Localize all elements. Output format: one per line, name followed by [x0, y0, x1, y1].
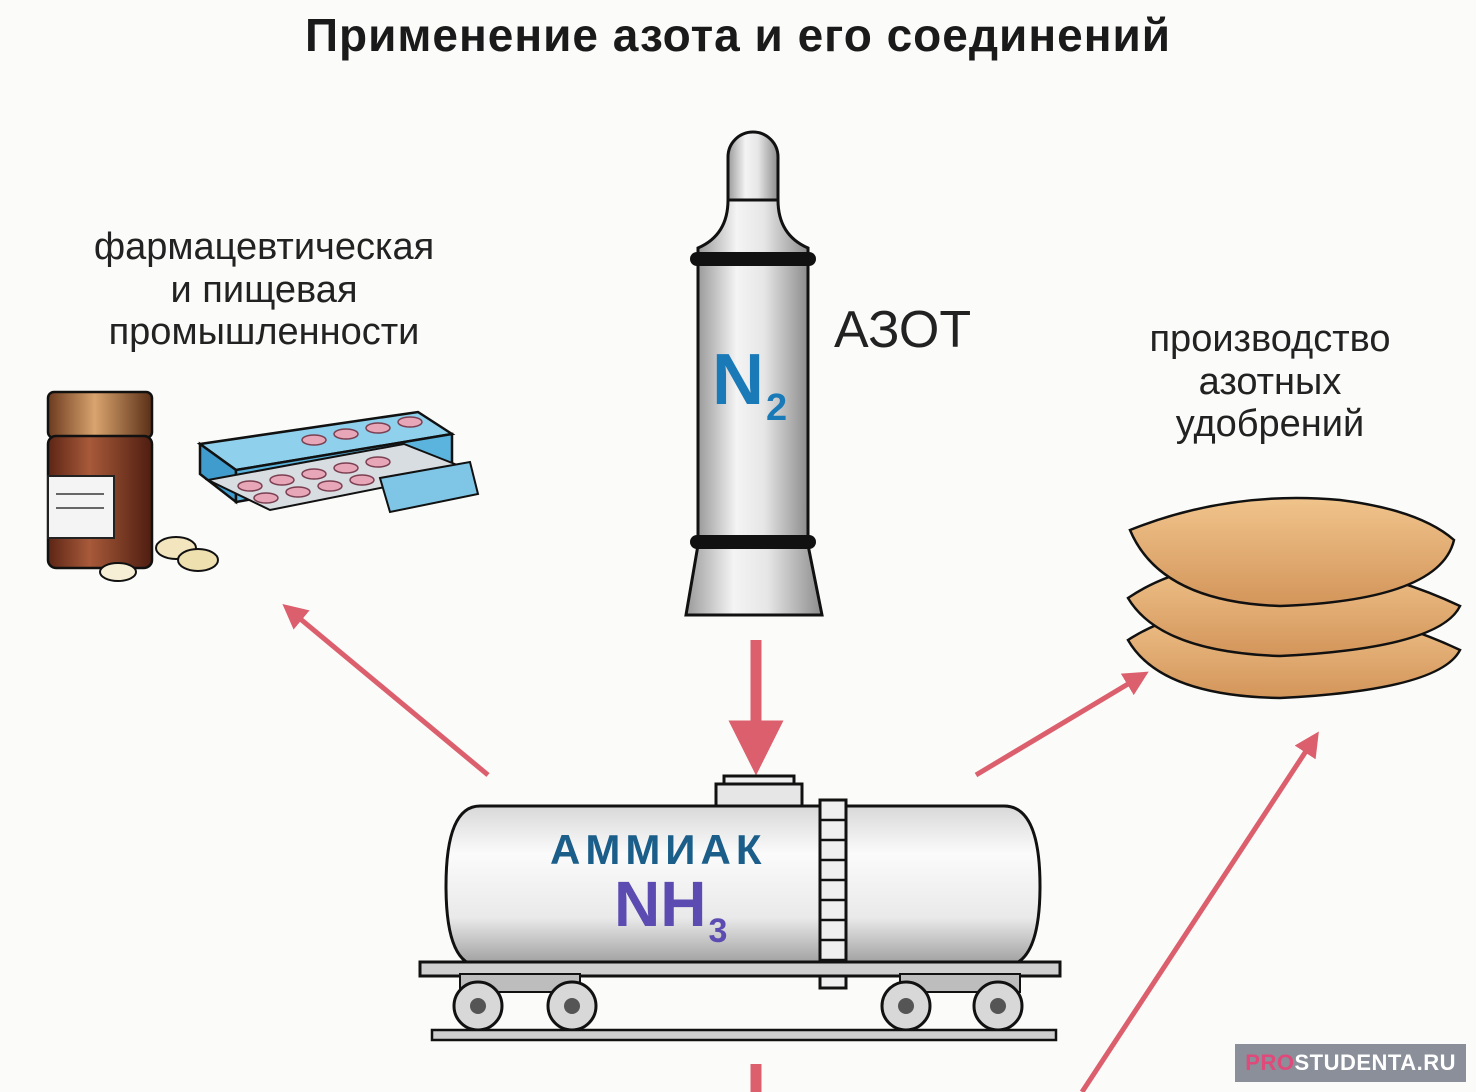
- pharma-label-line: и пищевая: [60, 269, 468, 312]
- watermark-prefix: PRO: [1245, 1050, 1294, 1075]
- pharma-industry-label: фармацевтическая и пищевая промышленност…: [60, 226, 468, 354]
- ammonia-formula-main: NH: [614, 868, 706, 940]
- fertilizer-bags: [1128, 498, 1460, 698]
- medicine-bottle: [48, 392, 218, 581]
- nitrogen-label: АЗОТ: [834, 300, 971, 360]
- fertilizer-label-line: производство: [1120, 318, 1420, 361]
- fertilizer-production-label: производство азотных удобрений: [1120, 318, 1420, 446]
- ammonia-formula: NH3: [614, 872, 727, 936]
- watermark: PROSTUDENTA.RU: [1235, 1044, 1466, 1082]
- fertilizer-label-line: азотных: [1120, 361, 1420, 404]
- nitrogen-formula: N2: [712, 344, 787, 416]
- watermark-rest: STUDENTA.RU: [1294, 1050, 1456, 1075]
- fertilizer-label-line: удобрений: [1120, 403, 1420, 446]
- arrow-bottom-to-fertilizer: [1082, 742, 1312, 1092]
- pharma-label-line: промышленности: [60, 311, 468, 354]
- nitrogen-formula-main: N: [712, 340, 764, 420]
- ammonia-name: АММИАК: [550, 826, 766, 874]
- blister-pack: [200, 412, 478, 512]
- arrow-tank-to-pharma: [292, 612, 488, 775]
- pharma-label-line: фармацевтическая: [60, 226, 468, 269]
- arrow-tank-to-fertilizer: [976, 678, 1138, 775]
- nitrogen-formula-subscript: 2: [766, 387, 787, 429]
- ammonia-formula-subscript: 3: [708, 912, 727, 950]
- ammonia-tank-car: [420, 776, 1060, 1040]
